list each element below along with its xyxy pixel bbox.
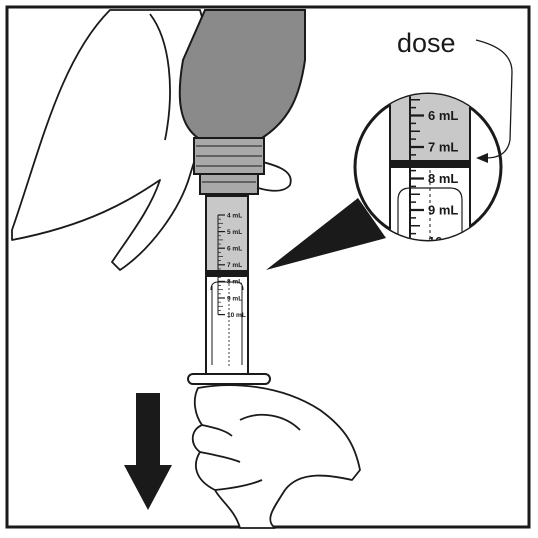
syringe-plunger-rod <box>211 286 243 365</box>
zoom-plunger-stopper <box>390 160 470 168</box>
syringe-tick-label: 9 mL <box>227 295 242 302</box>
syringe-tick-label: 8 mL <box>227 279 242 286</box>
upper-hand-icon <box>11 9 292 271</box>
syringe-plunger-stopper <box>206 270 248 277</box>
lower-hand-icon <box>191 384 361 529</box>
dose-callout-label: dose <box>397 28 456 58</box>
syringe-medicine-fill <box>207 197 247 271</box>
dose-callout-arrowhead <box>476 153 488 163</box>
syringe-tick-label: 7 mL <box>227 262 242 269</box>
magnifier-wedge <box>266 198 386 270</box>
syringe-flange <box>187 373 271 385</box>
dose-callout-leader <box>475 39 513 159</box>
down-arrow-icon <box>124 393 172 510</box>
syringe-tick-label: 10 mL <box>227 312 246 319</box>
syringe-tick-label: 4 mL <box>227 212 242 219</box>
zoom-tick-label: 8 mL <box>428 171 458 186</box>
syringe-tick-label: 5 mL <box>227 229 242 236</box>
zoom-medicine-fill <box>391 94 469 162</box>
medicine-bottle-icon <box>178 9 306 195</box>
zoom-tick-label: 7 mL <box>428 140 458 155</box>
zoom-tick-label: 9 mL <box>428 203 458 218</box>
syringe-tick-label: 6 mL <box>227 246 242 253</box>
syringe-icon: 4 mL 5 mL 6 mL 7 mL 8 mL 9 mL 10 mL <box>187 195 271 385</box>
zoom-tick-label: 10 mL <box>428 234 466 249</box>
syringe-scale: 4 mL 5 mL 6 mL 7 mL 8 mL 9 mL 10 mL <box>217 212 246 319</box>
zoom-tick-label: 6 mL <box>428 108 458 123</box>
